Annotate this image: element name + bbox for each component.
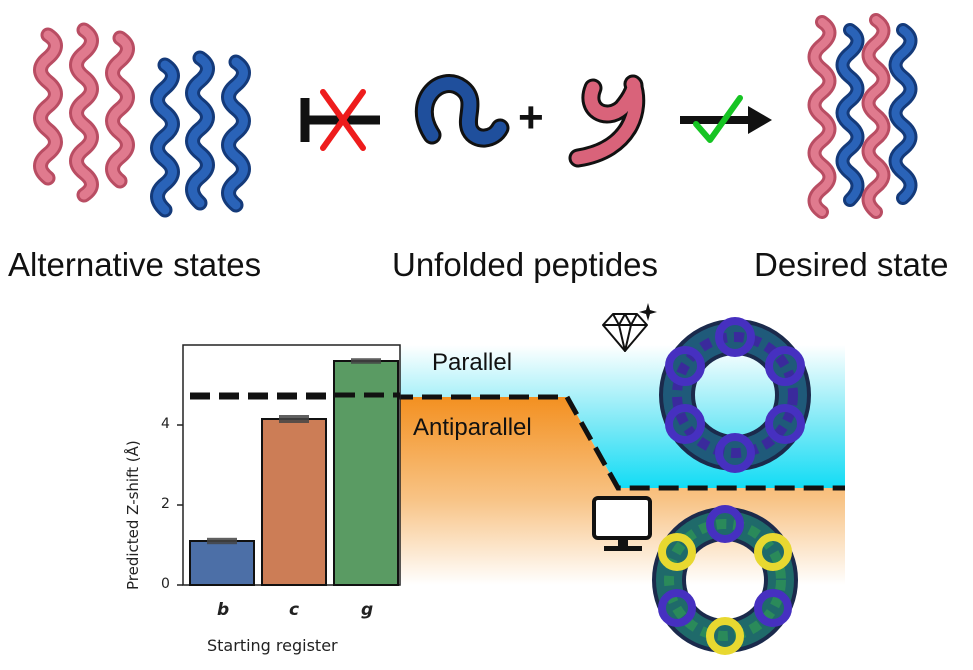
blue-helix-bundle: [150, 50, 251, 218]
error-bar-c: [279, 415, 309, 423]
red-helix-bundle: [33, 22, 135, 203]
blocked-arrow-icon: [300, 89, 380, 151]
x-category-label: c: [289, 600, 300, 620]
label-desired-state: Desired state: [754, 246, 949, 283]
label-parallel: Parallel: [432, 349, 513, 376]
x-category-label: g: [361, 600, 374, 620]
label-unfolded-peptides: Unfolded peptides: [392, 246, 659, 283]
monitor-icon: [592, 496, 652, 551]
plus-sign: +: [518, 93, 544, 142]
x-axis-label: Starting register: [207, 636, 338, 655]
diamond-icon: [602, 303, 657, 352]
bar-b: [189, 540, 255, 586]
x-category-label: b: [217, 600, 230, 620]
error-bar-g: [351, 358, 381, 364]
y-axis-label: Predicted Z-shift (Å): [124, 440, 142, 590]
bar-chart: [177, 344, 401, 586]
check-arrow-icon: [680, 95, 772, 143]
desired-state-bundle: [807, 13, 918, 219]
alternative-states-bundles: [33, 22, 251, 218]
error-bar-b: [207, 537, 237, 545]
label-antiparallel: Antiparallel: [413, 414, 532, 441]
y-tick-label: 4: [161, 416, 170, 432]
hexamer-ring-icon-top: [659, 317, 811, 473]
y-tick-label: 2: [161, 496, 170, 512]
y-tick-label: 0: [161, 576, 170, 592]
hexamer-ring-icon-bottom: [652, 505, 798, 655]
unfolded-peptides: [414, 74, 646, 168]
bar-c: [261, 418, 327, 586]
label-alternative-states: Alternative states: [8, 246, 262, 283]
